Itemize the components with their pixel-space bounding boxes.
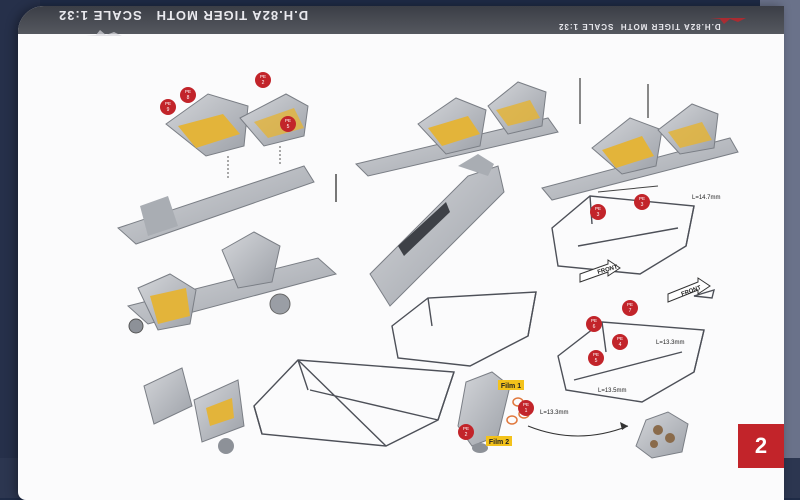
pe-badge: PE 3 [634, 194, 650, 210]
pe-badge: PE 1 [518, 400, 534, 416]
dimension-label-2: L=13.3mm [656, 340, 685, 346]
pe-badge: PE 6 [586, 316, 602, 332]
film-label-1: Film 1 [498, 380, 524, 390]
pe-number: 4 [619, 342, 622, 348]
front-arrow-1 [579, 259, 621, 283]
pe-number: 5 [595, 358, 598, 364]
pe-number: 2 [262, 80, 265, 86]
pe-label: PE [595, 206, 601, 211]
film-label-2: Film 2 [486, 436, 512, 446]
step-seats-with-controls [541, 78, 739, 201]
pe-label: PE [617, 336, 623, 341]
dimension-label-4: L=13.3mm [540, 410, 569, 416]
front-label-1: FRONT [597, 264, 619, 276]
pe-label: PE [523, 402, 529, 407]
pe-label: PE [591, 318, 597, 323]
dimension-label-1: L=14.7mm [692, 195, 721, 201]
pe-label: PE [639, 196, 645, 201]
front-label-2: FRONT [681, 285, 703, 298]
step-fuselage-side [369, 154, 505, 307]
film-label-2-text: Film 2 [489, 439, 509, 446]
brand-plane-icon-right [710, 18, 746, 24]
diagram-labels: Film 1 Film 2 FRONT FRONT L=14.7mm L=13.… [486, 195, 721, 446]
front-arrow-2 [667, 277, 711, 303]
pe-number: 7 [629, 308, 632, 314]
pe-number: 6 [593, 324, 596, 330]
pe-badge: PE 9 [160, 99, 176, 115]
pe-number: 1 [525, 408, 528, 414]
brand-plane-icon [86, 30, 122, 36]
pe-badge: PE 5 [280, 116, 296, 132]
pe-badge: PE 7 [622, 300, 638, 316]
pe-badge: PE 2 [255, 72, 271, 88]
header-band: D.H.82A TIGER MOTH SCALE 1:32 D.H.82A TI… [18, 6, 784, 36]
pe-label: PE [165, 101, 171, 106]
pe-number: 3 [597, 212, 600, 218]
pe-label: PE [593, 352, 599, 357]
pe-badge: PE 2 [458, 424, 474, 440]
instruction-page: D.H.82A TIGER MOTH SCALE 1:32 D.H.82A TI… [18, 6, 784, 500]
pe-number: 3 [641, 202, 644, 208]
dimension-label-3: L=13.5mm [598, 388, 627, 394]
assembly-diagrams [117, 78, 739, 459]
pe-label: PE [260, 74, 266, 79]
pe-badge: PE 5 [588, 350, 604, 366]
step-seats-exploded [117, 93, 337, 245]
pe-number: 2 [465, 432, 468, 438]
page-number: 2 [738, 424, 784, 468]
pe-badges: PE 9 PE 8 PE 2 PE 5 PE 3 PE 3 [160, 72, 650, 440]
pe-badge: PE 4 [612, 334, 628, 350]
step-bulkhead [143, 367, 245, 454]
pe-number: 9 [167, 107, 170, 113]
pe-badge: PE 3 [590, 204, 606, 220]
pe-label: PE [185, 89, 191, 94]
pe-label: PE [627, 302, 633, 307]
pe-label: PE [285, 118, 291, 123]
frame-wireframes [253, 195, 715, 447]
pe-label: PE [463, 426, 469, 431]
step-seats-installed [355, 81, 559, 177]
pe-badge: PE 8 [180, 87, 196, 103]
film-label-1-text: Film 1 [501, 383, 521, 390]
step-cockpit-floor [126, 231, 338, 334]
pe-number: 5 [287, 124, 290, 130]
pe-number: 8 [187, 95, 190, 101]
